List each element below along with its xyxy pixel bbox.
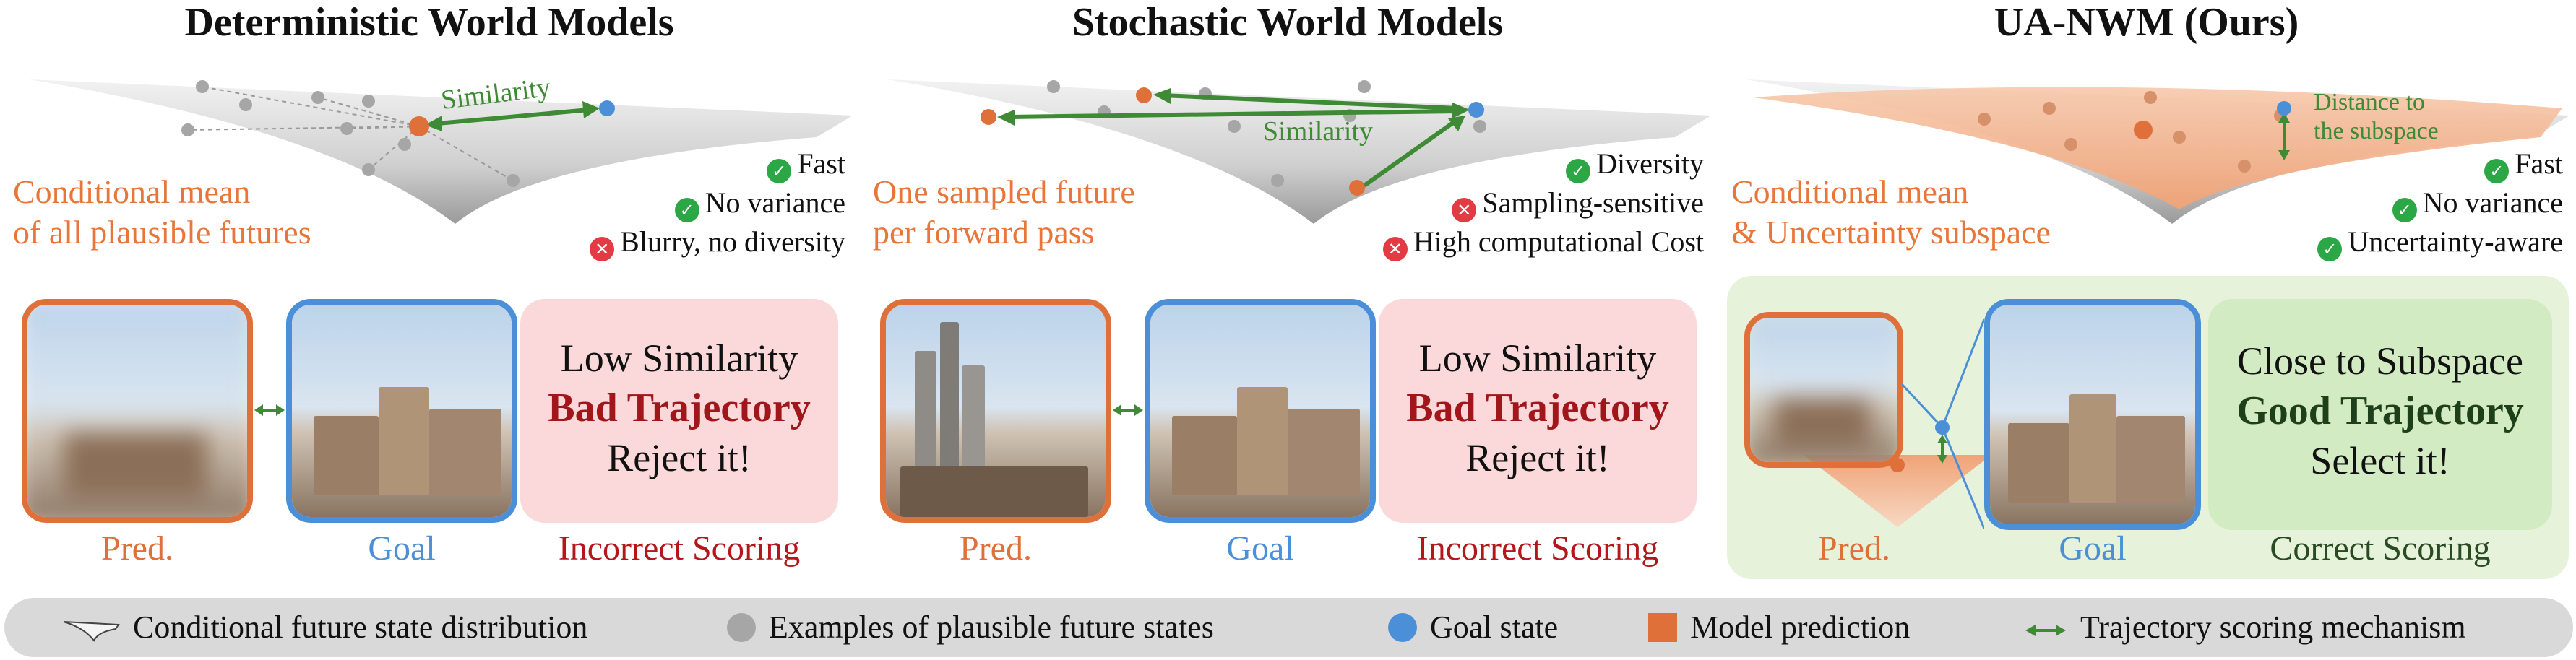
goal-image xyxy=(1145,299,1376,523)
legend: Conditional future state distribution Ex… xyxy=(4,598,2573,657)
check-icon: ✓ xyxy=(2484,159,2510,183)
scoring-arrow xyxy=(1113,404,1143,416)
goal-caption: Goal xyxy=(1226,529,1294,568)
panel-title: Stochastic World Models xyxy=(1072,0,1504,45)
distribution-surface xyxy=(887,79,1711,224)
legend-item-scoring: Trajectory scoring mechanism xyxy=(2024,598,2466,657)
plausible-future-dots xyxy=(181,80,520,187)
similarity-label: Similarity xyxy=(1263,116,1373,147)
blue-dot-icon xyxy=(1388,613,1417,642)
scoring-caption: Correct Scoring xyxy=(2270,529,2491,568)
cross-icon: ✕ xyxy=(1382,237,1408,261)
panel-title: UA-NWM (Ours) xyxy=(1994,0,2299,45)
goal-dot xyxy=(1468,102,1484,118)
model-description: Conditional mean of all plausible future… xyxy=(13,173,311,251)
scoring-verdict: Low Similarity Bad Trajectory Reject it! xyxy=(1379,299,1697,523)
prediction-image xyxy=(22,299,253,523)
prediction-dot xyxy=(409,116,429,136)
scoring-verdict: Close to Subspace Good Trajectory Select… xyxy=(2208,299,2552,530)
panel-title: Deterministic World Models xyxy=(184,0,674,45)
check-icon: ✓ xyxy=(767,159,792,183)
ua-nwm-panel: UA-NWM (Ours) Distance to the subspace C… xyxy=(1717,0,2576,568)
legend-item-examples: Examples of plausible future states xyxy=(727,598,1214,657)
gray-dot-icon xyxy=(727,613,756,642)
prediction-dot xyxy=(981,109,996,125)
stochastic-panel: Stochastic World Models Similarity One s… xyxy=(858,0,1717,568)
goal-dot xyxy=(2277,101,2291,116)
deterministic-panel: Deterministic World Models Similarity Co… xyxy=(0,0,858,568)
subspace-distance-marker xyxy=(1902,318,1984,529)
legend-item-surface: Conditional future state distribution xyxy=(62,598,587,657)
scoring-verdict: Low Similarity Bad Trajectory Reject it! xyxy=(520,299,838,523)
check-icon: ✓ xyxy=(674,198,699,222)
double-arrow-icon xyxy=(2025,625,2066,636)
distribution-surface xyxy=(1746,79,2569,224)
prediction-dot xyxy=(2134,121,2153,139)
legend-item-prediction: Model prediction xyxy=(1648,598,1910,657)
surface-icon xyxy=(63,621,120,642)
prediction-image xyxy=(880,299,1111,523)
goal-image xyxy=(286,299,517,523)
prediction-image xyxy=(1744,312,1903,468)
prediction-dot xyxy=(1349,180,1365,196)
scoring-caption: Incorrect Scoring xyxy=(558,529,801,568)
cross-icon: ✕ xyxy=(1452,198,1477,222)
legend-item-goal: Goal state xyxy=(1388,598,1558,657)
pred-caption: Pred. xyxy=(101,529,173,568)
goal-image xyxy=(1984,299,2201,530)
check-icon: ✓ xyxy=(2317,237,2343,261)
property-checklist: ✓Fast ✓No variance ✕Blurry, no diversity xyxy=(590,144,845,261)
property-checklist: ✓Diversity ✕Sampling-sensitive ✕High com… xyxy=(1382,144,1704,261)
distance-label: Distance to the subspace xyxy=(2314,89,2439,144)
check-icon: ✓ xyxy=(1566,159,1591,183)
goal-caption: Goal xyxy=(368,529,436,568)
cross-icon: ✕ xyxy=(590,237,615,261)
model-description: One sampled future per forward pass xyxy=(873,173,1135,251)
check-icon: ✓ xyxy=(2392,198,2417,222)
distribution-surface xyxy=(29,79,853,224)
orange-square-icon xyxy=(1648,613,1677,642)
model-description: Conditional mean & Uncertainty subspace xyxy=(1731,173,2051,251)
property-checklist: ✓Fast ✓No variance ✓Uncertainty-aware xyxy=(2317,144,2563,261)
scoring-caption: Incorrect Scoring xyxy=(1416,529,1659,568)
pred-caption: Pred. xyxy=(960,529,1032,568)
scoring-arrow xyxy=(254,404,285,416)
goal-caption: Goal xyxy=(2059,529,2127,568)
pred-caption: Pred. xyxy=(1818,529,1890,568)
goal-dot xyxy=(599,100,615,116)
prediction-dot xyxy=(1136,87,1152,103)
